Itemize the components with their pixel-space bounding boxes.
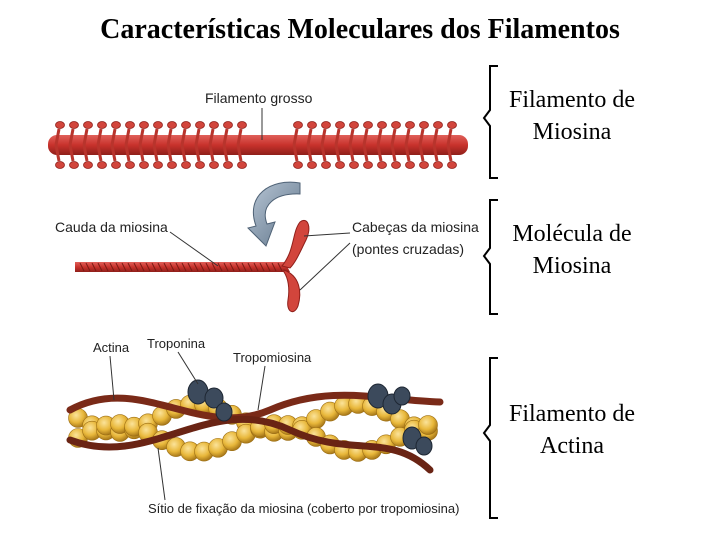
- tropomyosin-label: Tropomiosina: [233, 350, 312, 365]
- actin-filament: [69, 380, 441, 470]
- section-label-line1: Filamento de: [494, 84, 650, 116]
- myosin-head: [70, 122, 79, 129]
- curved-arrow: [248, 182, 300, 246]
- myosin-head: [336, 162, 345, 169]
- myosin-head: [308, 122, 317, 129]
- myosin-heads-label: Cabeças da miosina: [352, 219, 479, 235]
- myosin-heads-pointer-2: [300, 243, 350, 290]
- myosin-head: [364, 162, 373, 169]
- myosin-head: [448, 122, 457, 129]
- myosin-head: [406, 162, 415, 169]
- myosin-head: [434, 162, 443, 169]
- myosin-head: [112, 162, 121, 169]
- myosin-head: [84, 162, 93, 169]
- myosin-head: [70, 162, 79, 169]
- section-label-line2: Miosina: [494, 116, 650, 148]
- section-label-line2: Miosina: [494, 250, 650, 282]
- myosin-head: [196, 122, 205, 129]
- myosin-head: [392, 162, 401, 169]
- myosin-heads-sublabel: (pontes cruzadas): [352, 241, 464, 257]
- myosin-head: [98, 122, 107, 129]
- myosin-head: [168, 122, 177, 129]
- myosin-head: [392, 122, 401, 129]
- myosin-head: [294, 122, 303, 129]
- myosin-head: [322, 162, 331, 169]
- myosin-head: [140, 122, 149, 129]
- section-label-myosin-molecule: Molécula de Miosina: [494, 218, 650, 282]
- myosin-head: [98, 162, 107, 169]
- myosin-head: [112, 122, 121, 129]
- myosin-head: [420, 122, 429, 129]
- binding-site-pointer: [158, 448, 165, 500]
- myosin-head: [182, 162, 191, 169]
- myosin-head: [210, 122, 219, 129]
- actin-pointer: [110, 356, 114, 400]
- actin-label: Actina: [93, 340, 130, 355]
- myosin-head: [56, 162, 65, 169]
- section-label-line2: Actina: [494, 430, 650, 462]
- myosin-head: [448, 162, 457, 169]
- myosin-head: [182, 122, 191, 129]
- myosin-head: [322, 122, 331, 129]
- myosin-head: [308, 162, 317, 169]
- actin-monomer: [419, 416, 438, 435]
- myosin-head: [224, 122, 233, 129]
- myosin-head: [434, 122, 443, 129]
- myosin-head: [378, 162, 387, 169]
- myosin-head: [420, 162, 429, 169]
- tropomyosin-pointer: [258, 366, 265, 410]
- myosin-head: [84, 122, 93, 129]
- myosin-head: [168, 162, 177, 169]
- troponin-label: Troponina: [147, 336, 206, 351]
- myosin-head: [238, 122, 247, 129]
- myosin-tail-label: Cauda da miosina: [55, 219, 168, 235]
- troponin-pointer: [178, 352, 198, 384]
- myosin-head: [224, 162, 233, 169]
- myosin-head: [294, 162, 303, 169]
- myosin-head: [56, 122, 65, 129]
- myosin-head: [336, 122, 345, 129]
- thick-filament: [48, 122, 468, 169]
- myosin-head: [126, 162, 135, 169]
- thick-filament-label: Filamento grosso: [205, 90, 313, 106]
- myosin-head: [154, 122, 163, 129]
- section-label-myosin-filament: Filamento de Miosina: [494, 84, 650, 148]
- myosin-head: [364, 122, 373, 129]
- myosin-head: [406, 122, 415, 129]
- myosin-head: [196, 162, 205, 169]
- myosin-head: [154, 162, 163, 169]
- myosin-head: [210, 162, 219, 169]
- section-label-line1: Molécula de: [494, 218, 650, 250]
- section-label-actin-filament: Filamento de Actina: [494, 398, 650, 462]
- binding-site-label: Sítio de fixação da miosina (coberto por…: [148, 501, 459, 516]
- myosin-heads-pointer-1: [304, 233, 350, 236]
- myosin-head: [350, 162, 359, 169]
- myosin-head: [378, 122, 387, 129]
- myosin-head: [126, 122, 135, 129]
- myosin-tail-pointer: [170, 232, 218, 266]
- myosin-head: [238, 162, 247, 169]
- section-label-line1: Filamento de: [494, 398, 650, 430]
- myosin-head: [140, 162, 149, 169]
- myosin-head: [350, 122, 359, 129]
